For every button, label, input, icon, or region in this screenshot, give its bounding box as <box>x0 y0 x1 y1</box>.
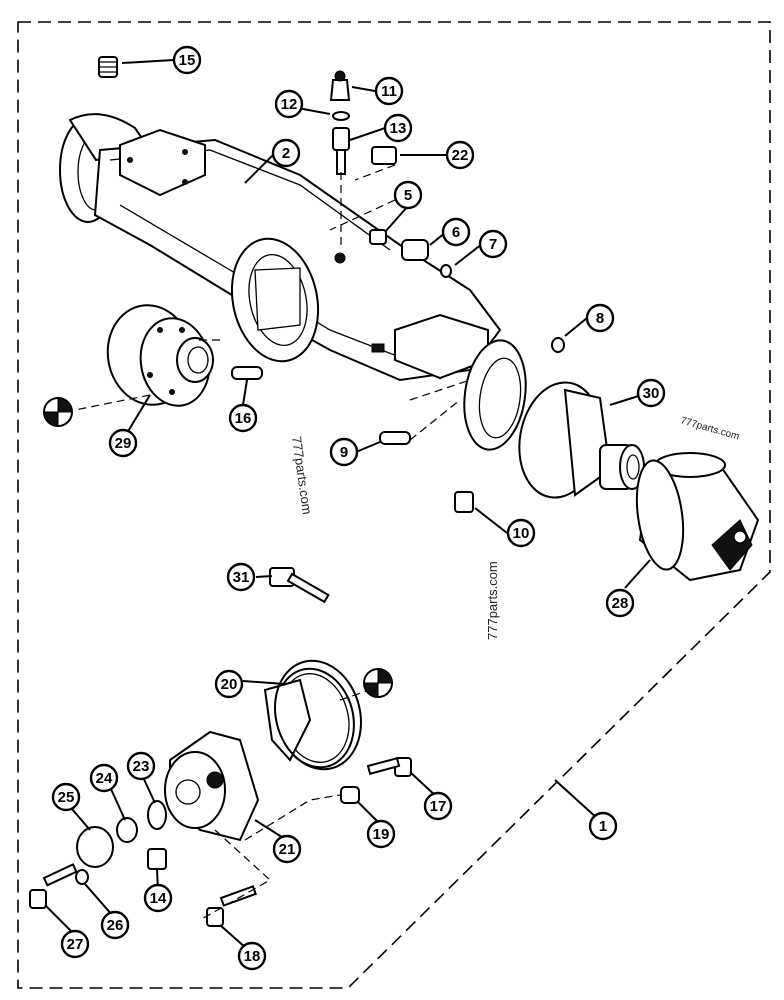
callout-label: 27 <box>67 936 84 953</box>
callout-9: 9 <box>329 437 359 467</box>
callout-label: 22 <box>452 147 469 164</box>
callout-2: 2 <box>271 138 301 168</box>
callout-21: 21 <box>272 834 302 864</box>
callout-label: 29 <box>115 435 132 452</box>
callout-label: 21 <box>279 841 296 858</box>
callout-28: 28 <box>605 588 635 618</box>
callout-10: 10 <box>506 518 536 548</box>
callout-12: 12 <box>274 89 304 119</box>
callout-label: 6 <box>452 224 460 241</box>
callout-label: 26 <box>107 917 124 934</box>
callout-22: 22 <box>445 140 475 170</box>
callout-31: 31 <box>226 562 256 592</box>
callout-13: 13 <box>383 113 413 143</box>
callout-label: 11 <box>381 83 397 100</box>
axle-housing-part <box>59 113 527 451</box>
callout-label: 9 <box>340 444 348 461</box>
callout-8: 8 <box>585 303 615 333</box>
callout-label: 8 <box>596 310 604 327</box>
callout-label: 15 <box>179 52 196 69</box>
callout-5: 5 <box>393 180 423 210</box>
callout-24: 24 <box>89 763 119 793</box>
callout-label: 23 <box>133 758 150 775</box>
callout-30: 30 <box>636 378 666 408</box>
callout-6: 6 <box>441 217 471 247</box>
watermark-1: 777parts.com <box>289 435 315 515</box>
callout-label: 30 <box>643 385 660 402</box>
callout-label: 7 <box>489 236 497 253</box>
carrier-part <box>164 667 355 842</box>
callout-label: 28 <box>612 595 629 612</box>
callout-label: 10 <box>513 525 530 542</box>
callout-23: 23 <box>126 751 156 781</box>
callout-label: 18 <box>244 948 261 965</box>
callout-25: 25 <box>51 782 81 812</box>
planetary-hub-part <box>518 381 645 499</box>
callout-label: 14 <box>150 890 167 907</box>
callout-label: 31 <box>233 569 250 586</box>
callout-19: 19 <box>366 819 396 849</box>
callout-label: 2 <box>282 145 290 162</box>
reference-symbol-1 <box>43 397 73 427</box>
callout-20: 20 <box>214 669 244 699</box>
callout-27: 27 <box>60 929 90 959</box>
callout-label: 16 <box>235 410 252 427</box>
alignment-lines <box>74 164 471 921</box>
watermark-3: 777parts.com <box>679 415 740 442</box>
callout-label: 5 <box>404 187 412 204</box>
callout-label: 13 <box>390 120 407 137</box>
callout-label: 12 <box>281 96 298 113</box>
callout-label: 1 <box>599 818 607 835</box>
differential-part <box>106 304 214 407</box>
callout-26: 26 <box>100 910 130 940</box>
callout-14: 14 <box>143 883 173 913</box>
reference-symbol-2 <box>363 668 393 698</box>
callout-label: 25 <box>58 789 75 806</box>
callout-1: 1 <box>588 811 618 841</box>
callout-15: 15 <box>172 45 202 75</box>
watermark-2: 777parts.com <box>485 561 500 640</box>
callout-16: 16 <box>228 403 258 433</box>
hub-cover-part <box>635 452 760 582</box>
callout-18: 18 <box>237 941 267 971</box>
callout-11: 11 <box>374 76 404 106</box>
callout-29: 29 <box>108 428 138 458</box>
callout-label: 20 <box>221 676 238 693</box>
small-parts <box>29 56 565 927</box>
callout-label: 17 <box>430 798 447 815</box>
callout-7: 7 <box>478 229 508 259</box>
assembly-boundary <box>17 21 771 989</box>
callout-label: 19 <box>373 826 390 843</box>
callout-label: 24 <box>96 770 113 787</box>
callout-17: 17 <box>423 791 453 821</box>
